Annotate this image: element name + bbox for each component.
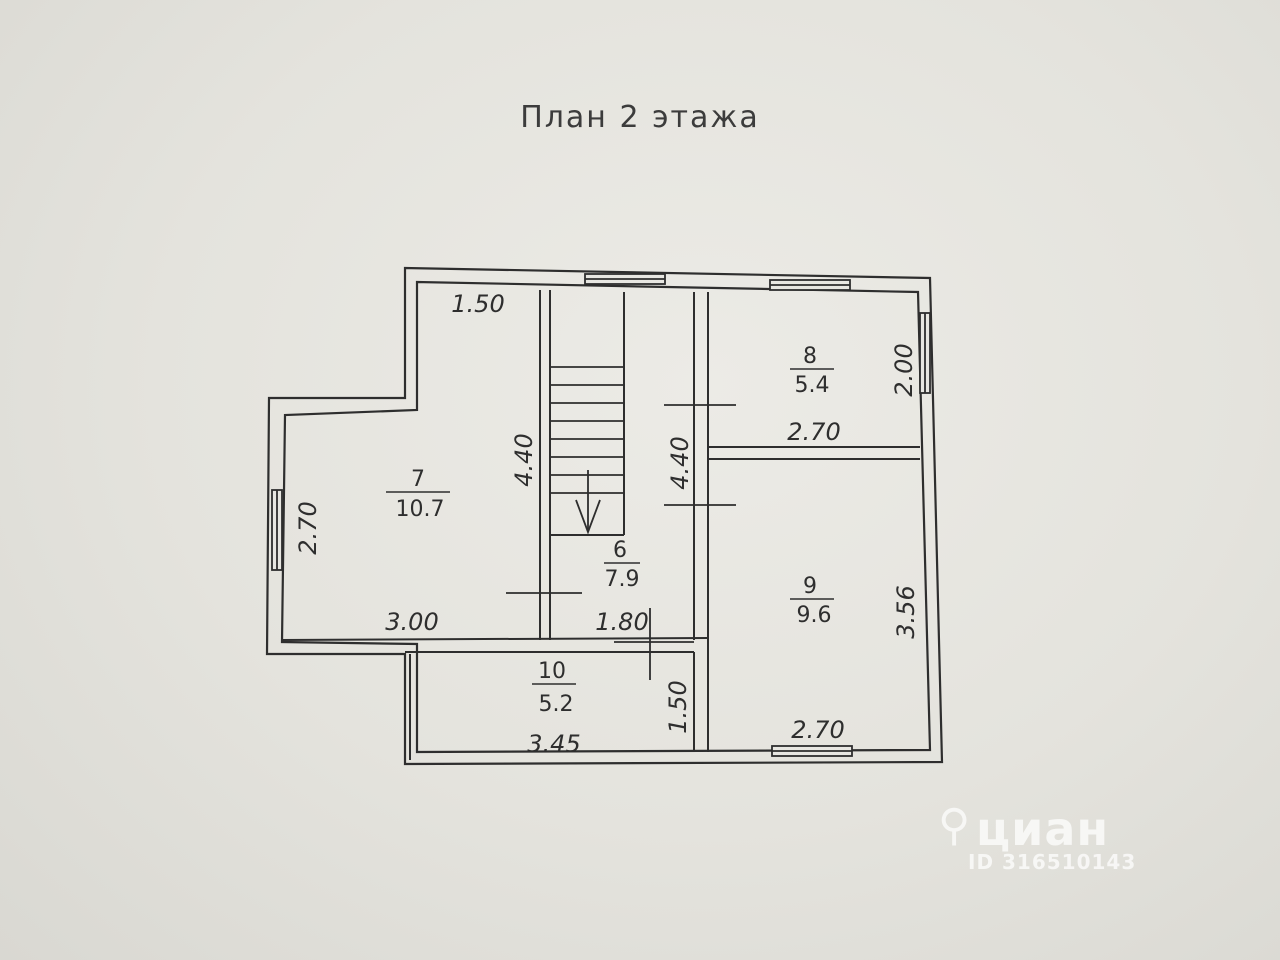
room-10-number: 10 xyxy=(538,659,566,684)
dim-room9-width: 2.70 xyxy=(791,716,844,744)
room-6-number: 6 xyxy=(613,538,627,563)
dim-stair-left-height: 4.40 xyxy=(510,433,538,486)
stair-treads xyxy=(550,366,624,494)
dim-top-left-width: 1.50 xyxy=(451,290,504,318)
dim-room10-width: 3.45 xyxy=(527,730,580,758)
room-8-number: 8 xyxy=(803,344,817,369)
outer-wall-inner xyxy=(280,280,932,754)
stair-arrow-icon xyxy=(575,470,601,535)
dimension-labels: 1.50 3.00 1.80 2.70 2.70 3.45 2.70 4.40 … xyxy=(294,290,920,758)
room-6-area: 7.9 xyxy=(605,567,640,592)
room-9-area: 9.6 xyxy=(797,603,832,628)
outer-wall-outer xyxy=(265,266,944,766)
watermark: ⚲ циан ID 316510143 xyxy=(938,800,1168,880)
door-marks xyxy=(506,404,736,680)
dim-room8-height: 2.00 xyxy=(890,343,918,396)
dim-room6-width: 1.80 xyxy=(595,608,648,636)
watermark-brand: циан xyxy=(976,802,1110,856)
dim-stair-right-height: 4.40 xyxy=(666,436,694,489)
room-9-number: 9 xyxy=(803,574,817,599)
dim-room7-width: 3.00 xyxy=(385,608,438,636)
room-7-number: 7 xyxy=(411,467,425,492)
room-8-area: 5.4 xyxy=(795,373,830,398)
room-7-area: 10.7 xyxy=(396,497,445,522)
dim-room9-height: 3.56 xyxy=(892,585,920,638)
plan-title: План 2 этажа xyxy=(520,100,760,135)
wall-7-10-a xyxy=(281,637,709,641)
dim-room8-width: 2.70 xyxy=(787,418,840,446)
room-10-area: 5.2 xyxy=(539,692,574,717)
dim-room10-height: 1.50 xyxy=(664,680,692,733)
dim-room7-height: 2.70 xyxy=(294,501,322,554)
room-labels: 7 10.7 6 7.9 8 5.4 9 9.6 10 5.2 xyxy=(386,344,834,717)
location-pin-icon: ⚲ xyxy=(938,800,971,851)
watermark-id: ID 316510143 xyxy=(968,850,1137,874)
windows xyxy=(271,273,931,757)
